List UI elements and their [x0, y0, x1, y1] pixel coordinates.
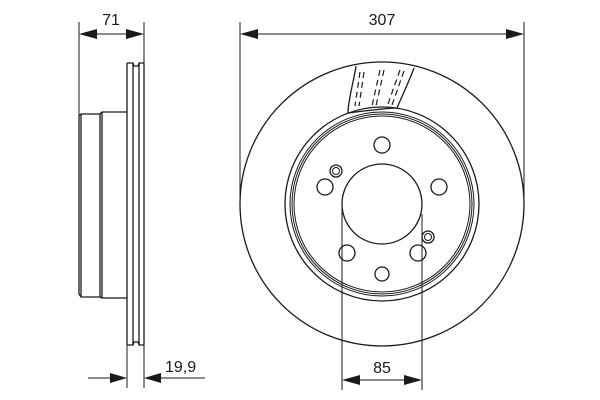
dimension-diameter: 307 — [239, 12, 525, 204]
locator-holes — [329, 164, 435, 244]
side-view — [78, 62, 145, 346]
front-view — [239, 61, 525, 347]
dimension-center-bore-label: 85 — [373, 360, 391, 377]
vane-cutaway — [347, 65, 415, 114]
dimension-center-bore: 85 — [341, 204, 423, 390]
dimension-height: 71 — [78, 12, 145, 116]
center-bore — [341, 163, 423, 245]
dimension-thickness-label: 19,9 — [165, 359, 196, 376]
bolt-hole — [316, 178, 334, 196]
bolt-hole — [374, 266, 390, 282]
outer-disc-edge — [239, 61, 525, 347]
locator-hole — [421, 230, 435, 244]
bolt-hole — [409, 244, 427, 262]
bolt-hole — [430, 178, 448, 196]
dimension-diameter-label: 307 — [369, 12, 396, 29]
dimension-thickness: 19,9 — [88, 345, 205, 388]
hub-ring-outer — [284, 106, 480, 302]
bolt-hole — [373, 136, 391, 154]
dimension-height-label: 71 — [102, 12, 120, 29]
bolt-hole — [338, 244, 356, 262]
locator-hole — [329, 164, 343, 178]
bolt-holes — [316, 136, 448, 282]
